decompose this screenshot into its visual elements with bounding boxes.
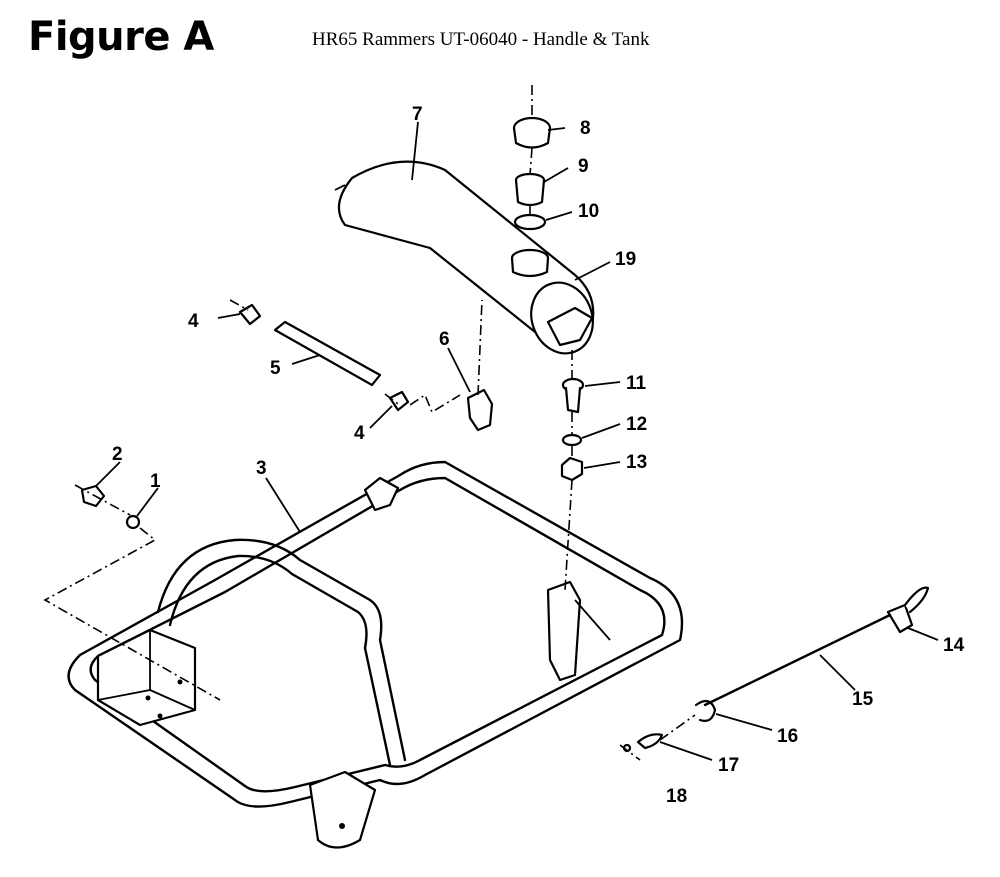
filler-parts [510,116,552,278]
callout-13: 13 [626,452,647,473]
callout-1: 1 [150,471,161,492]
diagram-title: HR65 Rammers UT-06040 - Handle & Tank [312,29,650,50]
callout-labels: 1 2 3 4 4 5 6 7 8 9 10 11 12 13 14 15 16… [112,104,965,807]
callout-14: 14 [943,635,965,656]
center-lines [43,85,696,761]
callout-16: 16 [777,726,798,747]
callout-5: 5 [270,358,281,379]
callout-10: 10 [578,201,599,222]
hardware [80,303,930,753]
callout-15: 15 [852,689,874,710]
callout-6: 6 [439,329,450,350]
callout-18: 18 [666,786,687,807]
figure-label: Figure A [28,14,214,60]
leaders [95,121,939,761]
callout-4a: 4 [188,311,199,332]
callout-4b: 4 [354,423,365,444]
callout-8: 8 [580,118,591,139]
callout-12: 12 [626,414,647,435]
throttle-cable [703,613,892,707]
callout-2: 2 [112,444,123,465]
fuel-tank [334,160,595,355]
callout-3: 3 [256,458,267,479]
callout-19: 19 [615,249,636,270]
callout-17: 17 [718,755,739,776]
handle-frame [67,460,684,849]
callout-11: 11 [626,373,647,394]
callout-9: 9 [578,156,589,177]
callout-7: 7 [412,104,423,125]
